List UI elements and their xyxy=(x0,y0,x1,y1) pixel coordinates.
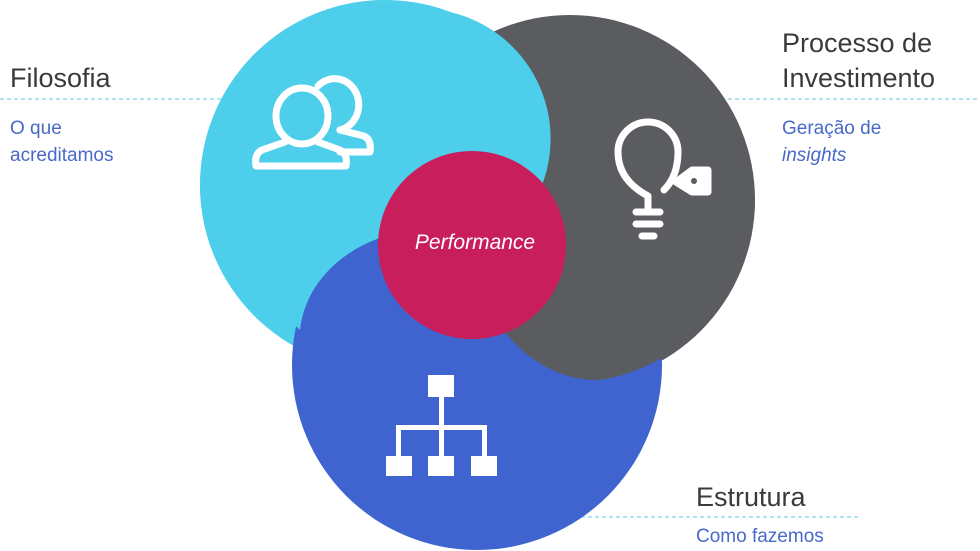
filosofia-swirl-overlap xyxy=(200,0,551,331)
processo-subtitle-line-1: Geração de xyxy=(782,118,882,139)
processo-title-line-2: Investimento xyxy=(782,63,936,93)
processo-title-line-1: Processo de xyxy=(782,28,933,58)
people-icon xyxy=(252,75,374,170)
org-chart-icon xyxy=(386,375,497,476)
filosofia-subtitle-line-2: acreditamos xyxy=(10,145,114,166)
lightbulb-tag-icon xyxy=(614,118,712,240)
performance-circle xyxy=(378,151,566,339)
processo-subtitle-line-2: insights xyxy=(782,143,846,169)
estrutura-subtitle: Como fazemos xyxy=(696,526,824,547)
filosofia-title: Filosofia xyxy=(10,63,111,93)
processo-subtitle-italic: insights xyxy=(782,145,847,166)
filosofia-subtitle-line-1: O que xyxy=(10,118,62,139)
estrutura-title: Estrutura xyxy=(696,482,806,512)
performance-label: Performance xyxy=(414,231,536,254)
